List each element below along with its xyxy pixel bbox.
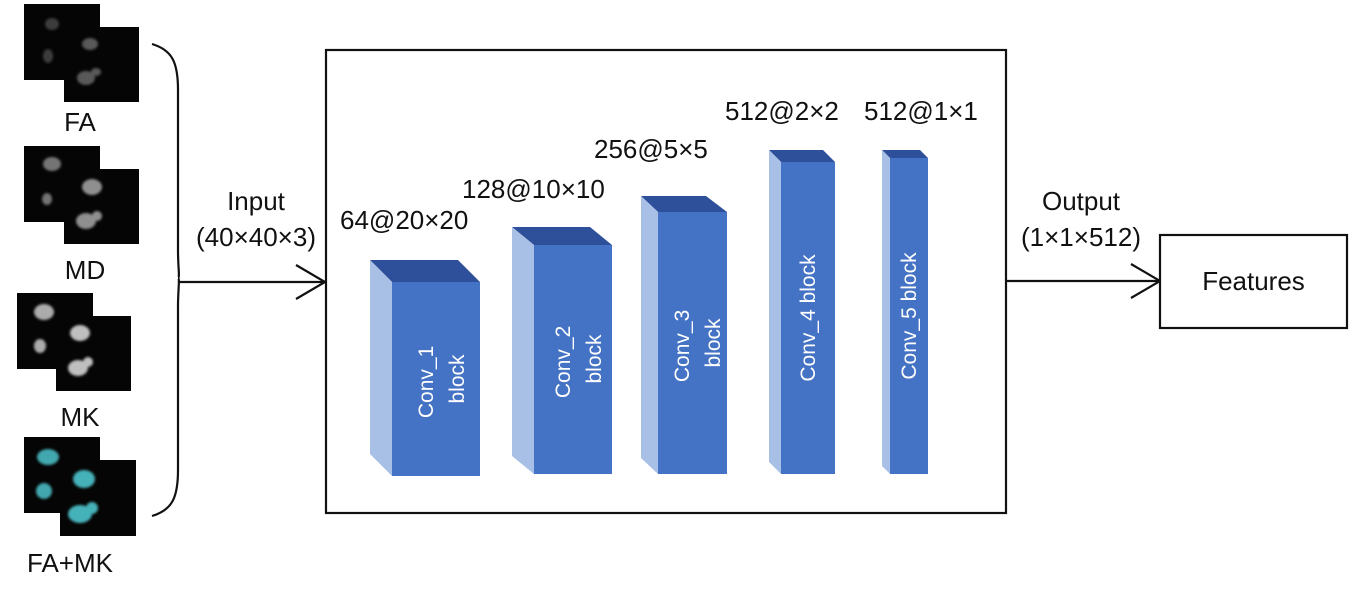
conv-block-2-label: Conv_2 block — [552, 320, 606, 398]
conv-block-3-dims: 256@5×5 — [594, 134, 708, 164]
conv-block-1 — [370, 260, 480, 476]
output-arrow — [1006, 263, 1163, 299]
conv-block-2 — [512, 227, 612, 474]
conv-block-3 — [641, 196, 727, 474]
conv-block-4 — [769, 150, 835, 474]
input-brace — [151, 42, 180, 518]
conv-block-5-label: Conv_5 block — [898, 252, 921, 380]
conv-block-2-dims: 128@10×10 — [462, 174, 605, 204]
input-label-fa: FA — [64, 107, 96, 137]
conv-block-1-label: Conv_1 block — [415, 340, 469, 418]
input-image-stack-fa — [24, 4, 139, 102]
conv-block-4-label: Conv_4 block — [797, 254, 820, 382]
output-arrow-label-line1: Output — [1041, 186, 1121, 216]
input-arrow-label-line2: (40×40×3) — [196, 222, 316, 252]
conv-block-3-label: Conv_3 block — [671, 304, 725, 382]
input-label-fa-mk: FA+MK — [27, 548, 113, 578]
conv-block-5 — [882, 150, 928, 474]
conv-block-2-side — [512, 227, 534, 474]
conv-block-4-front — [781, 162, 835, 474]
input-image-stack-mk — [17, 293, 131, 391]
conv-block-2-top — [512, 227, 612, 245]
conv-block-2-front — [534, 245, 612, 474]
conv-block-3-front — [658, 212, 727, 474]
output-arrow-label-line2: (1×1×512) — [1021, 222, 1141, 252]
conv-block-5-top — [882, 150, 928, 158]
conv-block-1-front — [392, 282, 480, 476]
conv-block-4-side — [769, 150, 781, 474]
input-image-stack-md — [24, 146, 139, 244]
conv-block-5-front — [890, 158, 928, 474]
conv-block-1-side — [370, 260, 392, 476]
conv-block-3-top — [641, 196, 727, 212]
input-arrow-label: Input (40×40×3) — [182, 186, 330, 252]
input-label-mk: MK — [60, 402, 100, 432]
conv-block-5-side — [882, 150, 890, 474]
conv-block-1-dims: 64@20×20 — [340, 205, 469, 235]
features-label: Features — [1202, 266, 1305, 296]
input-arrow-label-line1: Input — [227, 186, 285, 216]
conv-block-3-side — [641, 196, 658, 474]
input-image-stack-fa-mk — [24, 437, 136, 536]
conv-block-4-top — [769, 150, 835, 162]
conv-block-4-dims: 512@2×2 — [725, 96, 839, 126]
conv-block-5-dims: 512@1×1 — [864, 96, 978, 126]
features-box — [1158, 233, 1349, 330]
input-arrow — [178, 264, 328, 300]
conv-block-1-top — [370, 260, 480, 282]
output-arrow-label: Output (1×1×512) — [1006, 186, 1156, 252]
input-label-md: MD — [64, 255, 106, 285]
